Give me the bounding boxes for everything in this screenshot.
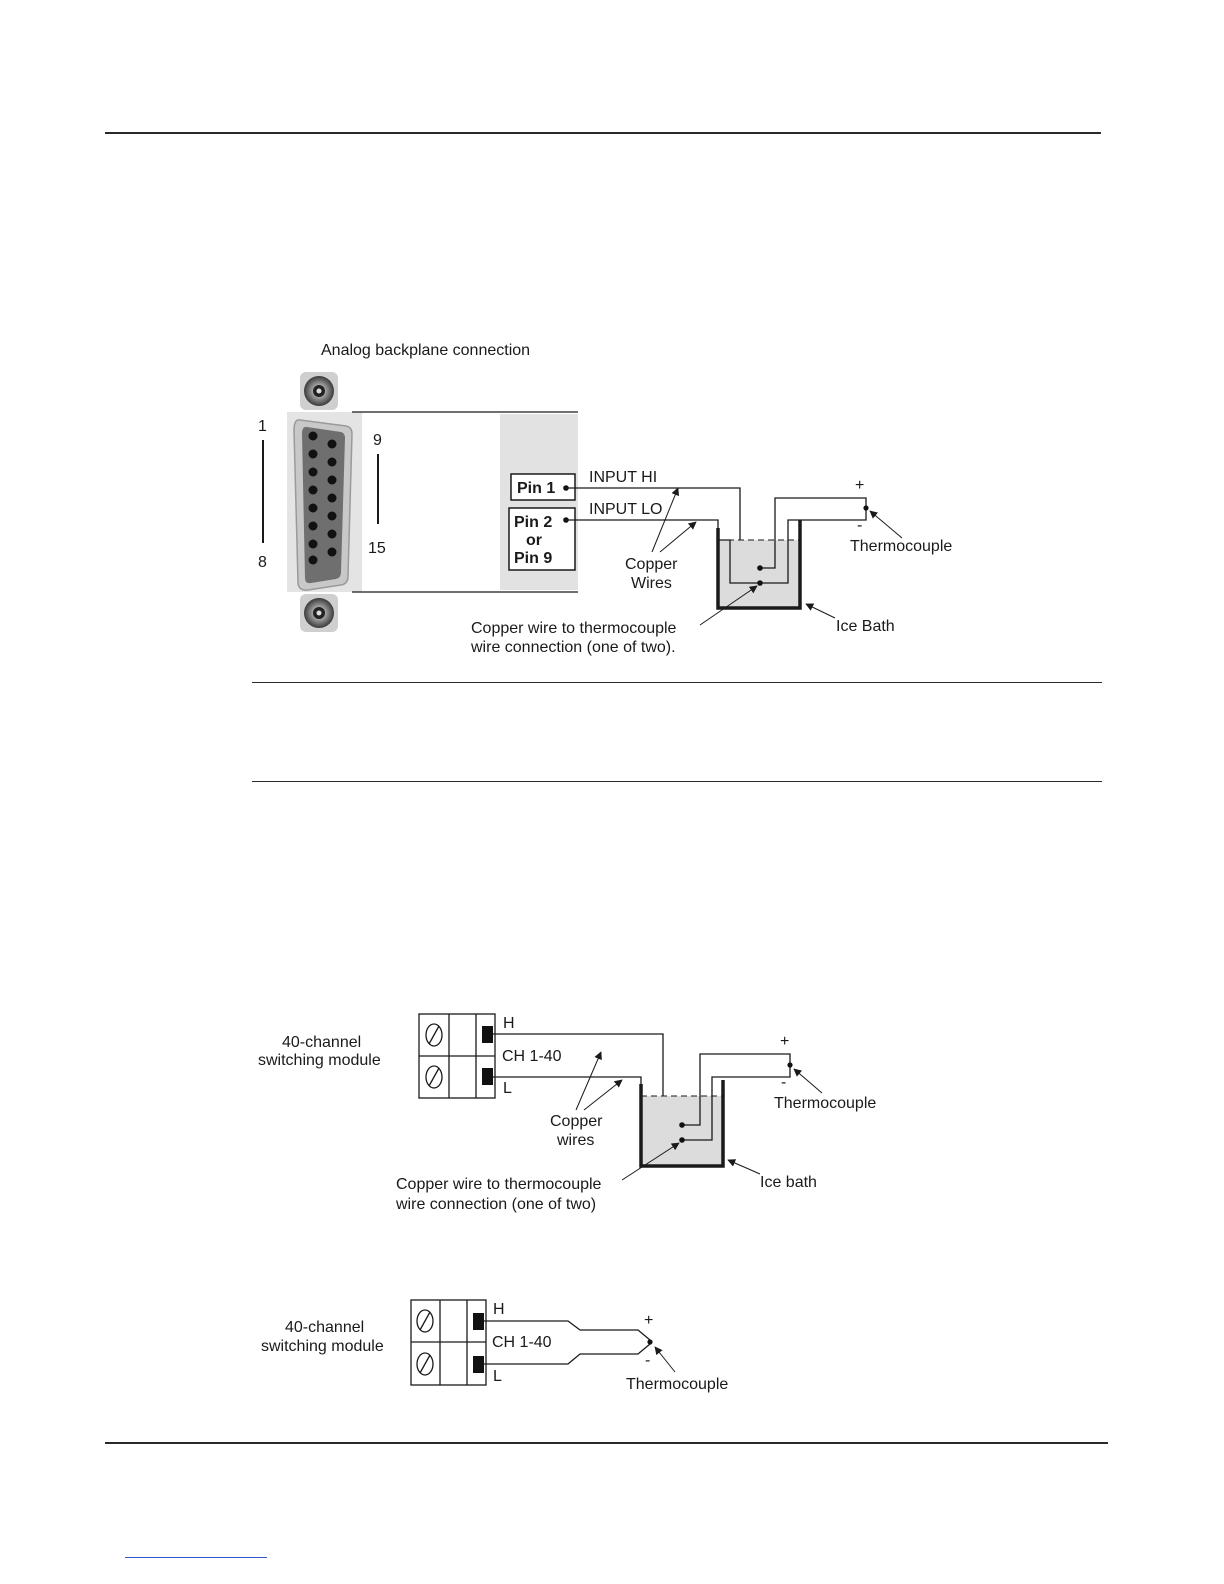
input-lo-label: INPUT LO [589, 501, 663, 518]
db15-connector-face [302, 426, 345, 584]
fig2-module-line1: 40-channel [282, 1034, 361, 1051]
note-rule-bottom [252, 781, 1102, 782]
fig3-minus: - [645, 1352, 650, 1369]
footer-rule [105, 1442, 1108, 1444]
fig3-wire-minus [484, 1343, 651, 1365]
fig3-l-label: L [493, 1368, 502, 1385]
db15-pins [308, 431, 337, 565]
thermocouple-minus: - [857, 517, 862, 534]
footer-link-underline [125, 1557, 267, 1558]
figure-switching-module-direct: 40-channel switching module H CH 1-40 L … [261, 1299, 728, 1393]
ice-bath-container [716, 520, 802, 610]
figure-analog-backplane-thermocouple: Analog backplane connection 1 8 9 15 Pin… [258, 342, 952, 656]
pin-label-15: 15 [368, 540, 386, 557]
fig2-thermo-wire-minus [682, 1065, 791, 1141]
fig3-module-line1: 40-channel [285, 1319, 364, 1336]
fig2-note-line1: Copper wire to thermocouple [396, 1176, 602, 1193]
thermo-wire-plus [760, 497, 867, 569]
fig2-note-line2: wire connection (one of two) [395, 1196, 596, 1213]
pin2-label-line2: or [526, 532, 542, 549]
ice-bath-label: Ice Bath [836, 618, 895, 635]
fig3-wire-plus [484, 1320, 651, 1341]
fig2-terminal-block [418, 1013, 496, 1099]
fig2-ice-bath-container [639, 1080, 725, 1168]
copper-wires-line2: Wires [631, 575, 672, 592]
header-rule [105, 132, 1101, 134]
connection-note-line1: Copper wire to thermocouple [471, 620, 677, 637]
fig2-l-label: L [503, 1080, 512, 1097]
copper-lo-in-bath [718, 539, 760, 584]
copper-wires-line1: Copper [625, 556, 678, 573]
connector-screw-top [300, 372, 338, 410]
pin1-label: Pin 1 [517, 480, 555, 497]
connection-note-line2: wire connection (one of two). [470, 639, 676, 656]
fig2-h-label: H [503, 1015, 515, 1032]
fig3-terminal-block [410, 1299, 487, 1386]
thermo-wire-minus [760, 508, 867, 584]
thermocouple-label: Thermocouple [850, 538, 952, 555]
fig2-channel-label: CH 1-40 [502, 1048, 562, 1065]
pin2-label-line1: Pin 2 [514, 514, 552, 531]
fig1-title: Analog backplane connection [321, 342, 530, 359]
fig2-thermo-wire-plus [682, 1053, 791, 1126]
fig3-module-line2: switching module [261, 1338, 384, 1355]
fig2-ice-bath-label: Ice bath [760, 1174, 817, 1191]
thermocouple-plus: + [855, 477, 864, 494]
fig2-copper-wires-line2: wires [556, 1132, 594, 1149]
fig2-thermocouple-label: Thermocouple [774, 1095, 876, 1112]
figure-switching-module-ice-bath: 40-channel switching module H CH 1-40 L … [258, 1013, 876, 1213]
input-hi-label: INPUT HI [589, 469, 657, 486]
fig2-module-line2: switching module [258, 1052, 381, 1069]
fig2-ice-bath-water [641, 1096, 723, 1166]
fig3-channel-label: CH 1-40 [492, 1334, 552, 1351]
fig2-copper-wires-line1: Copper [550, 1113, 603, 1130]
fig2-minus: - [781, 1074, 786, 1091]
pin-label-1: 1 [258, 418, 267, 435]
pin2-label-line3: Pin 9 [514, 550, 552, 567]
note-rule-top [252, 682, 1102, 683]
fig3-plus: + [644, 1312, 653, 1329]
pin-label-8: 8 [258, 554, 267, 571]
ice-bath-water [718, 540, 800, 608]
pin-label-9: 9 [373, 432, 382, 449]
fig3-h-label: H [493, 1301, 505, 1318]
connector-screw-bottom [300, 594, 338, 632]
fig2-plus: + [780, 1033, 789, 1050]
fig3-thermocouple-label: Thermocouple [626, 1376, 728, 1393]
